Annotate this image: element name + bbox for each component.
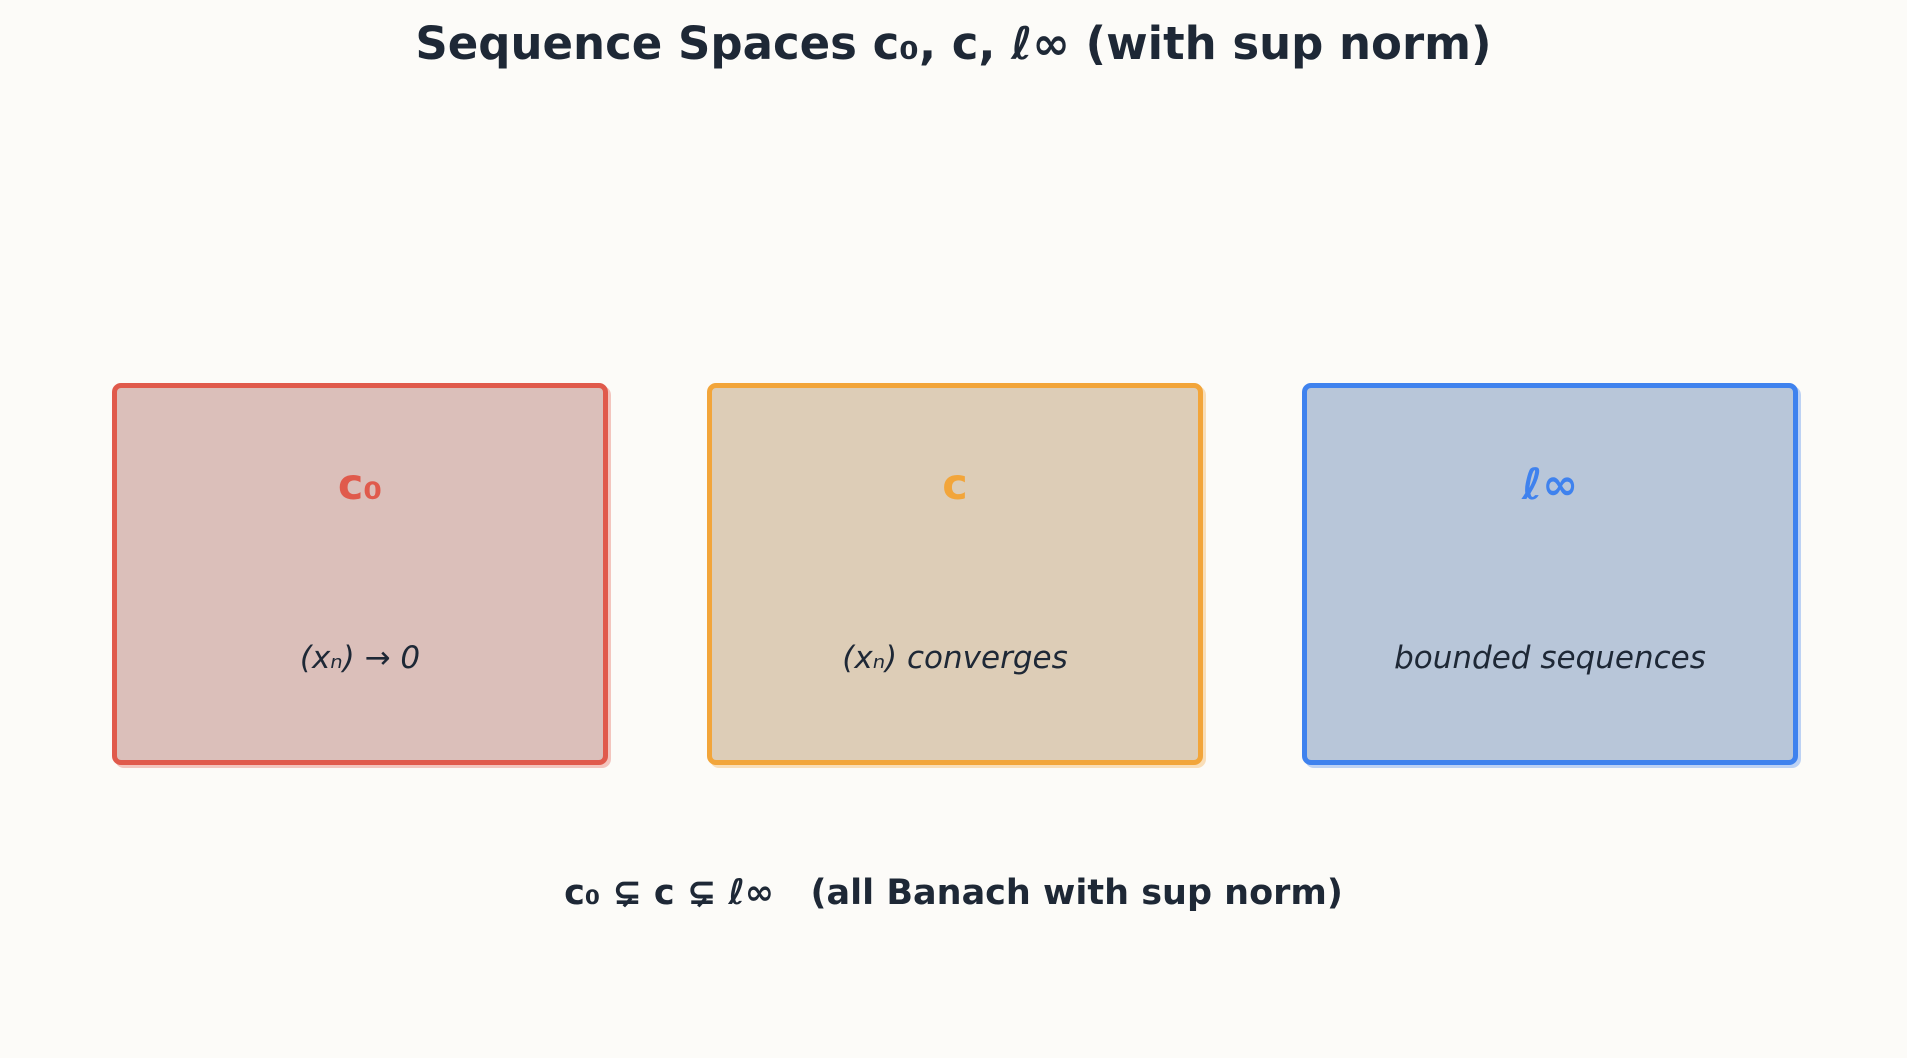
- space-box-linf: ℓ∞ bounded sequences: [1302, 383, 1798, 765]
- space-description-c: (xₙ) converges: [842, 640, 1068, 676]
- space-name-c0: c₀: [337, 460, 383, 510]
- space-name-c: c: [942, 460, 968, 510]
- space-description-c0: (xₙ) → 0: [299, 640, 421, 676]
- space-box-c: c (xₙ) converges: [707, 383, 1203, 765]
- space-description-linf: bounded sequences: [1394, 640, 1706, 676]
- space-box-c0: c₀ (xₙ) → 0: [112, 383, 608, 765]
- diagram-title: Sequence Spaces c₀, c, ℓ∞ (with sup norm…: [415, 17, 1492, 70]
- inclusion-statement: c₀ ⊊ c ⊊ ℓ∞ (all Banach with sup norm): [564, 873, 1343, 913]
- space-name-linf: ℓ∞: [1521, 460, 1579, 510]
